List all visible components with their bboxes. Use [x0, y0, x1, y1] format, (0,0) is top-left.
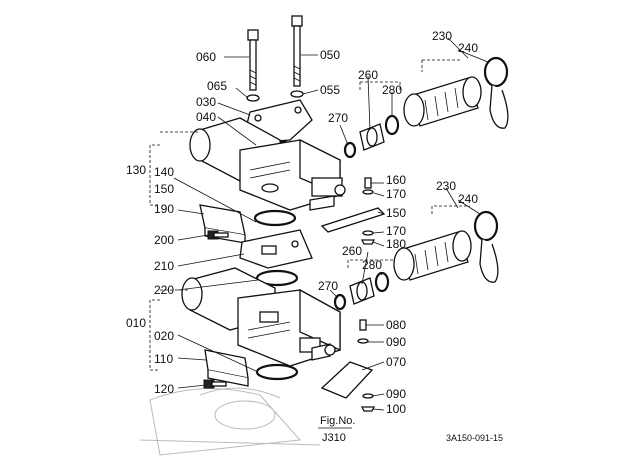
label-240-lower: 240: [458, 192, 478, 206]
label-150-right: 150: [386, 206, 406, 220]
label-220: 220: [154, 283, 174, 297]
fig-no-value: J310: [322, 432, 346, 444]
drawing-code: 3A150-091-15: [446, 433, 503, 443]
label-230-upper: 230: [432, 29, 452, 43]
bracket-110: [204, 349, 249, 387]
upper-coupler: [343, 56, 509, 159]
label-210: 210: [154, 259, 174, 273]
label-270-upper: 270: [328, 111, 348, 125]
label-160: 160: [386, 173, 406, 187]
label-055: 055: [320, 83, 340, 97]
label-230-lower: 230: [436, 179, 456, 193]
label-280-lower: 280: [362, 258, 382, 272]
label-020: 020: [154, 329, 174, 343]
label-140: 140: [154, 165, 174, 179]
o-ring-020: [255, 363, 299, 381]
label-050: 050: [320, 48, 340, 62]
label-090-lower: 090: [386, 387, 406, 401]
label-200: 200: [154, 233, 174, 247]
label-270-lower: 270: [318, 279, 338, 293]
leader-lines: [173, 37, 489, 411]
label-150-left: 150: [154, 182, 174, 196]
label-060: 060: [196, 50, 216, 64]
label-170-lower: 170: [386, 224, 406, 238]
label-040: 040: [196, 110, 216, 124]
label-065: 065: [207, 79, 227, 93]
figure-reference: Fig.No. J310: [318, 415, 355, 444]
lever-assembly-150: [309, 177, 386, 245]
group-bracket-130: [149, 131, 200, 206]
label-180: 180: [386, 237, 406, 251]
fig-no-label: Fig.No.: [320, 415, 355, 427]
label-130: 130: [126, 163, 146, 177]
group-bracket-230-lower: [431, 205, 470, 214]
group-bracket-260-lower: [347, 259, 395, 268]
part-labels: 060 050 065 055 030 040 270 260 280 230 …: [126, 29, 478, 416]
label-280-upper: 280: [382, 83, 402, 97]
label-170-upper: 170: [386, 187, 406, 201]
o-ring-220: [255, 269, 299, 287]
bolt-050: [291, 15, 303, 87]
label-090-upper: 090: [386, 335, 406, 349]
label-030: 030: [196, 95, 216, 109]
bolt-120: [203, 379, 227, 389]
label-260-lower: 260: [342, 244, 362, 258]
middle-plate-210: [239, 229, 313, 269]
lower-coupler: [333, 210, 499, 311]
group-bracket-010: [149, 289, 190, 371]
group-bracket-230-upper: [421, 59, 462, 72]
label-100: 100: [386, 402, 406, 416]
washers-065-055: [246, 90, 304, 102]
label-010: 010: [126, 316, 146, 330]
group-bracket-260-upper: [359, 81, 401, 90]
label-260-upper: 260: [358, 68, 378, 82]
label-080: 080: [386, 318, 406, 332]
upper-valve-body: [189, 117, 343, 211]
o-ring-140: [253, 209, 297, 227]
label-190: 190: [154, 202, 174, 216]
label-240-upper: 240: [458, 41, 478, 55]
label-070: 070: [386, 355, 406, 369]
background-casting: [139, 387, 321, 456]
bolt-060: [247, 29, 259, 91]
label-120: 120: [154, 382, 174, 396]
label-110: 110: [154, 352, 173, 366]
